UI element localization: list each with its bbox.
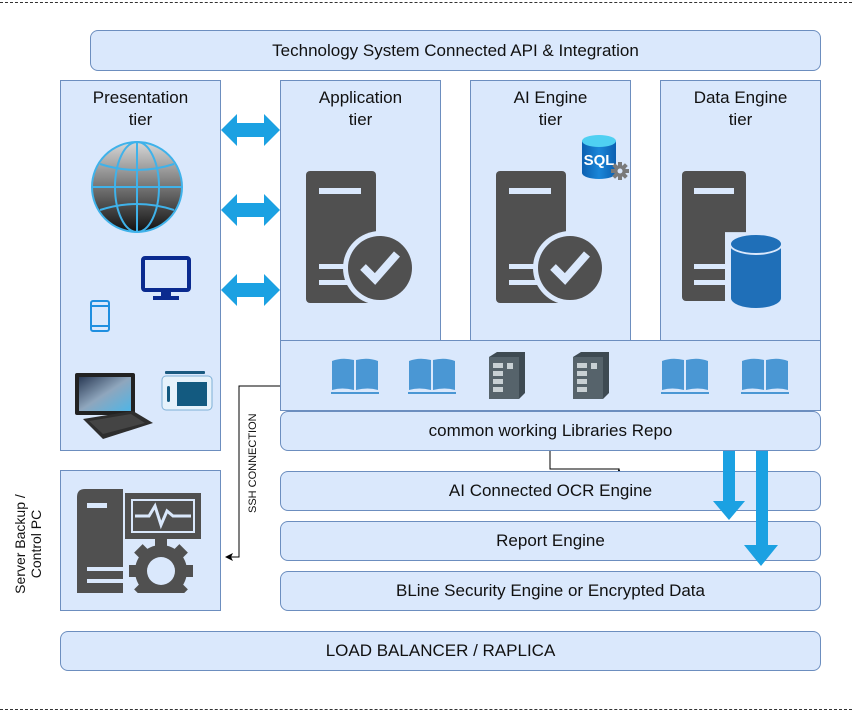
tier-title-line2: tier [348, 110, 373, 129]
tier-title-line2: tier [128, 110, 153, 129]
down-arrow-icon [713, 451, 745, 520]
data-engine-tier-title: Data Engine tier [661, 87, 820, 131]
load-balancer-box: LOAD BALANCER / RAPLICA [60, 631, 821, 671]
book-icon [408, 358, 456, 394]
server-backup-label: Server Backup / Control PC [12, 494, 44, 594]
presentation-tier-title: Presentation tier [61, 87, 220, 131]
api-integration-banner: Technology System Connected API & Integr… [90, 30, 821, 71]
tier-title-line2: tier [728, 110, 753, 129]
server-check-icon [306, 171, 417, 305]
down-arrow-icon [744, 451, 778, 566]
top-dashed-border [0, 2, 852, 3]
server-backup-line1: Server Backup / [12, 494, 28, 594]
tier-title-line1: AI Engine [513, 88, 588, 107]
tier-title-line1: Data Engine [693, 88, 788, 107]
double-arrow-icon [221, 194, 280, 226]
load-balancer-label: LOAD BALANCER / RAPLICA [325, 641, 556, 660]
data-engine-tier: Data Engine tier [660, 80, 821, 341]
application-tier: Application tier [280, 80, 441, 341]
tier-title-line1: Presentation [92, 88, 189, 107]
laptop-icon [75, 373, 153, 439]
double-arrow-icon [221, 114, 280, 146]
ocr-engine-label: AI Connected OCR Engine [448, 481, 653, 500]
sql-badge-text: SQL [584, 152, 615, 169]
libraries-repo-label: common working Libraries Repo [428, 421, 673, 440]
globe-icon [91, 141, 183, 233]
monitor-icon [141, 256, 191, 300]
presentation-tier: Presentation tier [60, 80, 221, 451]
tablet-icon [161, 371, 213, 411]
double-arrow-icon [221, 274, 280, 306]
api-integration-label: Technology System Connected API & Integr… [272, 40, 639, 60]
ai-engine-tier-title: AI Engine tier [471, 87, 630, 131]
application-tier-title: Application tier [281, 87, 440, 131]
security-engine-box: BLine Security Engine or Encrypted Data [280, 571, 821, 611]
ai-engine-tier: AI Engine tier SQL [470, 80, 631, 341]
server-check-icon [496, 171, 607, 305]
tier-title-line1: Application [318, 88, 403, 107]
book-icon [741, 358, 789, 394]
report-engine-box: Report Engine [280, 521, 821, 561]
book-icon [331, 358, 379, 394]
libraries-strip [280, 340, 821, 411]
ssh-connector-line [225, 385, 280, 561]
report-engine-label: Report Engine [496, 531, 605, 550]
mobile-phone-icon [90, 300, 110, 332]
server-monitor-gear-icon [77, 489, 201, 593]
database-server-icon [682, 171, 783, 312]
rack-server-icon [489, 352, 525, 399]
rack-server-icon [573, 352, 609, 399]
server-backup-box [60, 470, 221, 611]
tier-title-line2: tier [538, 110, 563, 129]
security-engine-label: BLine Security Engine or Encrypted Data [395, 581, 705, 600]
book-icon [661, 358, 709, 394]
sql-database-icon: SQL [582, 135, 629, 180]
bottom-dashed-border [0, 709, 852, 710]
libraries-repo-box: common working Libraries Repo [280, 411, 821, 451]
ssh-connection-label: SSH CONNECTION [247, 413, 259, 513]
server-backup-line2: Control PC [28, 509, 44, 579]
